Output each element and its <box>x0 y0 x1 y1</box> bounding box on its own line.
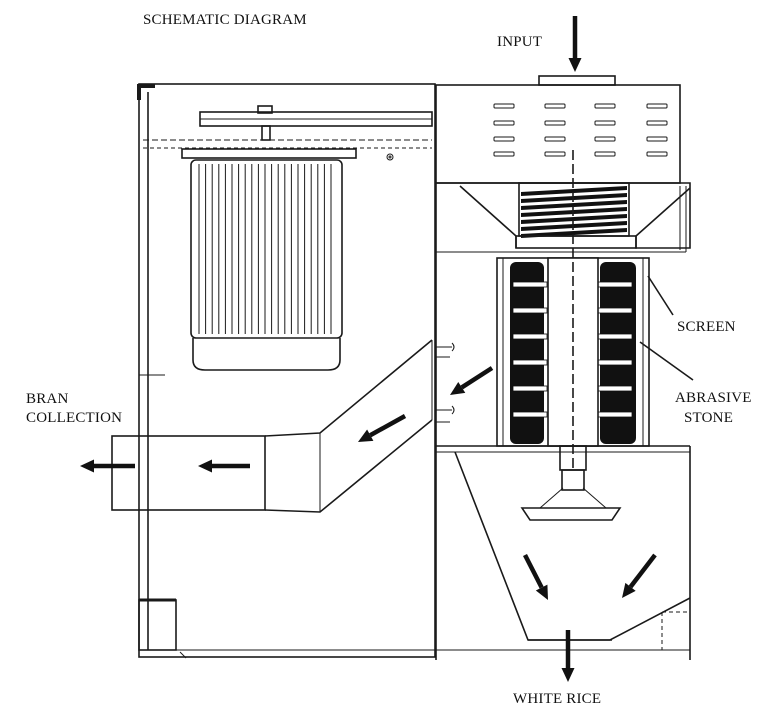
bran-arrow-2 <box>358 414 407 442</box>
bran-duct <box>111 339 433 513</box>
input-inlet <box>538 75 616 86</box>
stone-slots <box>512 281 633 418</box>
ventilation-slots <box>493 103 668 157</box>
rice-arrow-right <box>622 553 657 598</box>
flow-arrows <box>80 16 657 682</box>
white-rice-label: WHITE RICE <box>513 691 601 707</box>
bran-exit-arrow <box>80 459 135 473</box>
bran-arrow-1 <box>450 366 494 395</box>
leader-lines <box>639 275 694 381</box>
motor-cooling-fins <box>198 164 332 334</box>
abrasive-stone-left <box>510 262 544 444</box>
bran-label-line1: BRAN <box>26 391 68 407</box>
bran-label-line2: COLLECTION <box>26 410 122 426</box>
white-rice-arrow <box>561 630 575 682</box>
bran-arrow-3 <box>198 459 250 473</box>
rice-arrow-left <box>522 553 548 600</box>
screen-label: SCREEN <box>677 319 736 335</box>
abrasive-label-line1: ABRASIVE <box>675 390 752 406</box>
feed-screw <box>521 186 627 238</box>
pulley-assembly <box>143 105 433 161</box>
input-arrow <box>568 16 582 72</box>
base-box <box>138 599 177 651</box>
discharge-section <box>454 445 691 650</box>
diagram-title: SCHEMATIC DIAGRAM <box>143 12 307 28</box>
input-label: INPUT <box>497 34 542 50</box>
motor <box>190 159 343 371</box>
milling-chamber <box>436 150 691 660</box>
abrasive-stone-right <box>600 262 636 444</box>
left-cabinet <box>137 83 690 659</box>
abrasive-label-line2: STONE <box>684 410 733 426</box>
